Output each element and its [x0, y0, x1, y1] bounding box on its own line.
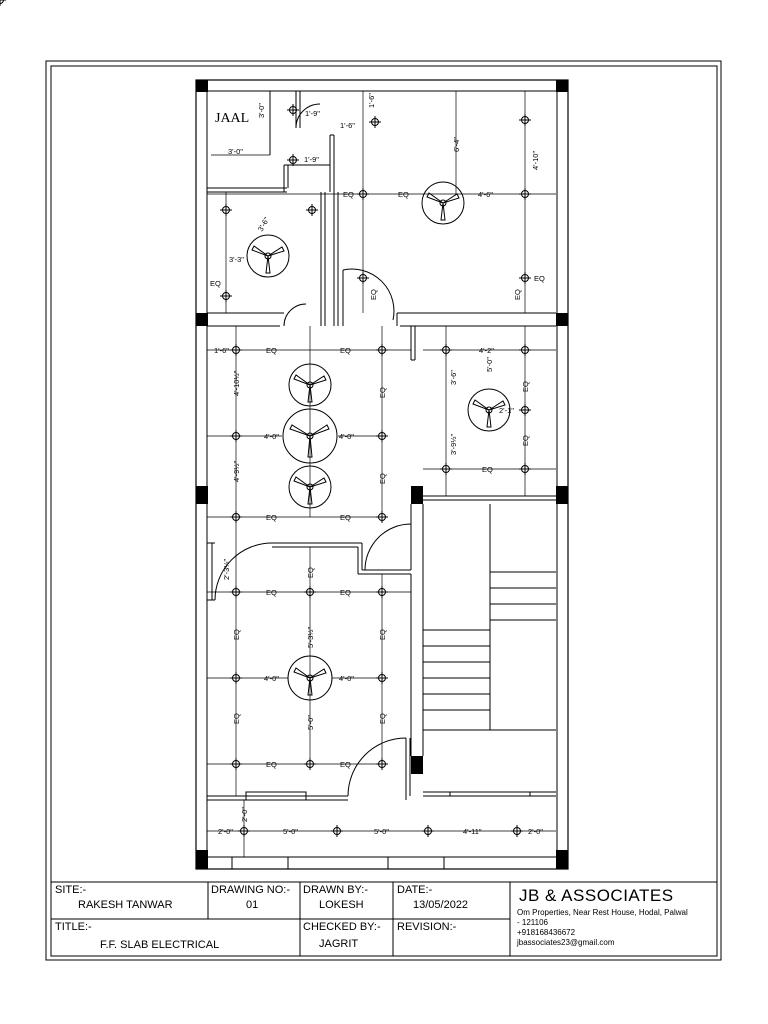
dim-text: 1'-6"	[214, 346, 229, 355]
eq-label: EQ	[343, 190, 354, 199]
outer-wall	[195, 79, 569, 870]
dim-text: 3'-0"	[228, 147, 243, 156]
checked-by-value: JAGRIT	[319, 938, 359, 950]
checked-by-label: CHECKED BY:-	[303, 921, 381, 933]
firm-address-line-2: - 121106	[517, 918, 548, 927]
dim-text: 3'-6"	[449, 370, 458, 385]
eq-label: EQ	[378, 473, 387, 484]
eq-label: EQ	[378, 387, 387, 398]
title-label: TITLE:-	[55, 921, 92, 933]
dim-text: 2'-0"	[240, 807, 249, 822]
eq-label: EQ	[378, 629, 387, 640]
firm-phone: +918168436672	[517, 928, 576, 937]
eq-label: EQ	[340, 760, 351, 769]
firm-address-line-1: Om Properties, Near Rest House, Hodal, P…	[517, 908, 688, 917]
drawn-by-value: LOKESH	[319, 899, 364, 911]
eq-label: EQ	[521, 435, 530, 446]
drawn-by-label: DRAWN BY:-	[303, 884, 368, 896]
eq-label: EQ	[482, 465, 493, 474]
title-block-grid	[50, 881, 718, 957]
eq-label: EQ	[210, 279, 221, 288]
room-label-jaal: JAAL	[215, 111, 249, 126]
dim-text: 6'-4"	[452, 137, 461, 152]
dim-text: 4'-0"	[264, 674, 279, 683]
fan-1	[421, 181, 465, 225]
date-label: DATE:-	[397, 884, 433, 896]
title-value: F.F. SLAB ELECTRICAL	[100, 939, 220, 951]
dim-text: 2'-0"	[218, 827, 233, 836]
eq-label: EQ	[232, 713, 241, 724]
eq-label: EQ	[378, 713, 387, 724]
dim-text: 4'-6"	[478, 190, 493, 199]
dim-text: 2'-3½"	[222, 558, 231, 580]
dim-text: 5'-0"	[485, 357, 494, 372]
dim-text: 3'-0"	[257, 103, 266, 118]
dim-text: 5'-0"	[374, 827, 389, 836]
dim-text: 2'-0"	[528, 827, 543, 836]
eq-label: EQ	[266, 760, 277, 769]
dim-text: 3'-9½"	[449, 433, 458, 455]
site-value: RAKESH TANWAR	[78, 899, 173, 911]
dim-text: 5'-3½"	[306, 626, 315, 648]
dim-text: 4'-0"	[339, 432, 354, 441]
columns	[196, 80, 568, 869]
ceiling-fans	[246, 181, 511, 701]
inner-border	[50, 65, 718, 957]
dim-text: 5'-0"	[306, 715, 315, 730]
dim-text: 4'-9½"	[232, 460, 241, 482]
dim-text: 4'-0"	[264, 432, 279, 441]
eq-label: EQ	[534, 274, 545, 283]
eq-label: EQ	[340, 346, 351, 355]
drawing-no-value: 01	[246, 899, 259, 911]
eq-label: EQ	[513, 289, 522, 300]
staircase	[423, 504, 556, 731]
outer-border	[45, 60, 722, 961]
dim-text: 1'-9"	[304, 155, 319, 164]
eq-label: EQ	[521, 381, 530, 392]
firm-name: JB & ASSOCIATES	[519, 886, 674, 905]
fan-2	[246, 234, 290, 278]
drawing-no-label: DRAWING NO:-	[211, 884, 291, 896]
dim-text: 1'-6"	[367, 93, 376, 108]
light-points	[0, 0, 532, 838]
dim-text: 4'-11"	[463, 827, 482, 836]
eq-label: EQ	[232, 629, 241, 640]
eq-label: EQ	[266, 346, 277, 355]
site-label: SITE:-	[55, 884, 87, 896]
floor-plan	[195, 79, 569, 870]
dim-text: 2'-1"	[499, 406, 514, 415]
dim-text: 1'-9"	[305, 109, 320, 118]
dim-text: 3'-3"	[229, 255, 244, 264]
firm-email: jbassociates23@gmail.com	[517, 938, 615, 947]
eq-label: EQ	[340, 513, 351, 522]
inner-wall-line	[206, 90, 558, 858]
dimension-text: JAAL 3'-0" 3'-0" 1'-9" 1'-9" 1'-6" 1'-6"…	[210, 93, 545, 836]
dim-text: 1'-6"	[340, 121, 355, 130]
eq-label: EQ	[266, 513, 277, 522]
date-value: 13/05/2022	[413, 899, 469, 911]
dimension-lines	[207, 91, 556, 857]
eq-label: EQ	[306, 567, 315, 578]
eq-label: EQ	[266, 588, 277, 597]
fan-6	[467, 388, 511, 432]
dim-text: 4'-10"	[531, 151, 540, 170]
dim-text: 5'-0"	[283, 827, 298, 836]
eq-label: EQ	[398, 190, 409, 199]
dim-text: 4'-0"	[339, 674, 354, 683]
dim-text: 4'-10½"	[232, 370, 241, 396]
dim-text: 4'-2"	[479, 346, 494, 355]
eq-label: EQ	[340, 588, 351, 597]
revision-label: REVISION:-	[397, 921, 457, 933]
eq-label: EQ	[369, 289, 378, 300]
dim-text: 3'-6"	[256, 215, 271, 233]
